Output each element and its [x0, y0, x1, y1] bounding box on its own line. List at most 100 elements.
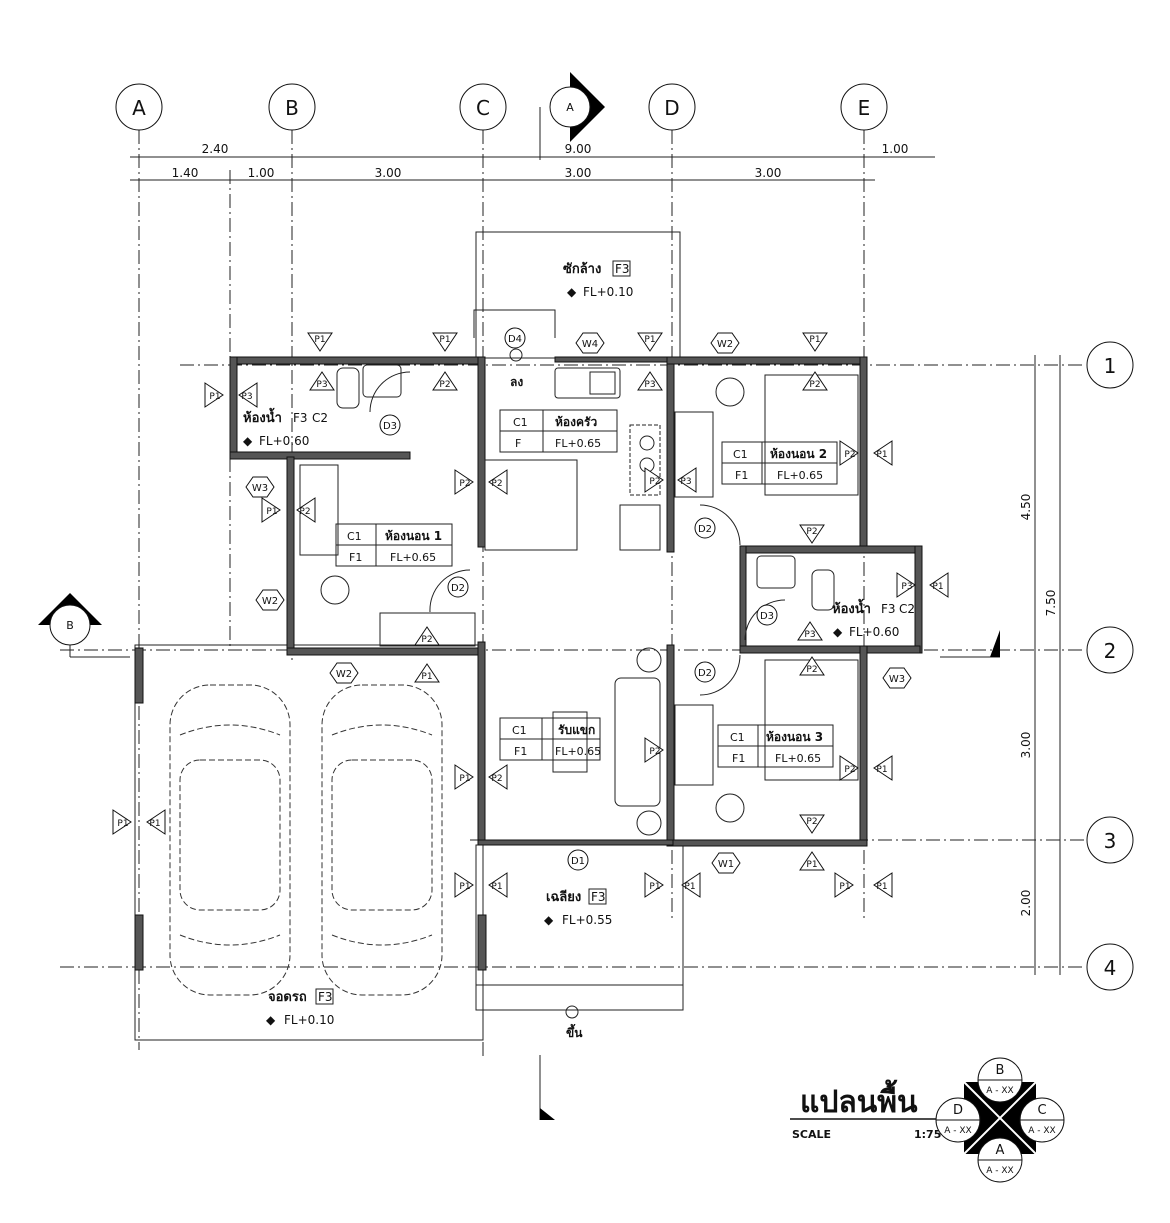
ceiling-code: C1: [347, 530, 362, 543]
partition-tag: P1: [146, 809, 166, 835]
tag-label: D4: [508, 334, 522, 345]
tag-label: P2: [844, 450, 855, 460]
room-name: ซักล้าง: [563, 261, 601, 277]
section-marker-b: B: [38, 593, 1000, 658]
level-icon: ◆: [567, 285, 577, 299]
partition-tag: P1: [681, 872, 701, 898]
window-tag: W3: [882, 667, 912, 689]
room-name: ห้องนอน 3: [766, 730, 823, 744]
grid-bubble-row: 3: [1086, 816, 1134, 864]
grid-bubble-row: 2: [1086, 626, 1134, 674]
door-tag: D2: [694, 517, 716, 539]
tag-label: P3: [901, 582, 912, 592]
floor-level: FL+0.60: [259, 434, 309, 448]
tag-label: P2: [806, 665, 817, 675]
door-tag: D2: [694, 661, 716, 683]
room-name: ห้องน้ำ: [243, 407, 282, 426]
tag-label: W4: [582, 339, 598, 350]
tag-label: A - XX: [944, 1126, 971, 1136]
dim-label: 2.40: [202, 142, 229, 156]
tag-label: D1: [571, 856, 585, 867]
tag-label: D3: [383, 421, 397, 432]
tag-label: 2: [1104, 639, 1117, 663]
tag-label: P1: [149, 819, 160, 829]
tag-label: P3: [680, 477, 691, 487]
tag-label: P1: [491, 882, 502, 892]
partition-tag: P2: [414, 626, 440, 646]
tag-label: P2: [809, 380, 820, 390]
tag-label: P1: [809, 335, 820, 345]
finish-code: F1: [732, 752, 745, 765]
tag-label: E: [858, 96, 871, 120]
tag-label: D2: [698, 668, 712, 679]
partition-tag: P1: [929, 572, 949, 598]
tag-label: P1: [314, 335, 325, 345]
stair-down-marker: [509, 348, 523, 362]
tag-label: P3: [644, 380, 655, 390]
tag-label: W2: [717, 339, 733, 350]
level-icon: ◆: [544, 913, 554, 927]
partition-tag: P2: [802, 371, 828, 391]
tag-label: B: [285, 96, 299, 120]
tag-label: D: [953, 1103, 963, 1118]
room-name: จอดรถ: [268, 990, 307, 1005]
tag-label: A - XX: [986, 1086, 1013, 1096]
grid-bubble-col: C: [459, 83, 507, 131]
grid-bubble-row: 1: [1086, 341, 1134, 389]
tag-label: D: [664, 96, 679, 120]
level-icon: ◆: [266, 1013, 276, 1027]
tag-label: P2: [421, 635, 432, 645]
partition-tag: P2: [839, 755, 859, 781]
tag-label: P1: [839, 882, 850, 892]
tag-label: P2: [439, 380, 450, 390]
room-label-laundry: ซักล้าง F3 ◆ FL+0.10: [563, 260, 633, 299]
room-label-bedroom-1: C1 ห้องนอน 1 F1 FL+0.65: [335, 523, 453, 567]
bed-icon: [764, 374, 859, 496]
finish-code: F1: [735, 469, 748, 482]
tag-label: P2: [299, 507, 310, 517]
partition-tag: P1: [873, 755, 893, 781]
dim-label: 3.00: [1019, 732, 1033, 759]
partition-tag: P1: [432, 332, 458, 352]
room-name: ห้องนอน 2: [770, 447, 827, 461]
grid-bubble-col: E: [840, 83, 888, 131]
ceiling-code: C1: [513, 416, 528, 429]
level-icon: ◆: [243, 434, 253, 448]
tag-label: 3: [1104, 829, 1117, 853]
grid-bubble-col: B: [268, 83, 316, 131]
tag-label: P3: [804, 630, 815, 640]
partition-tag: P2: [488, 764, 508, 790]
tag-label: D2: [451, 583, 465, 594]
room-label-veranda: เฉลียง F3 ◆ FL+0.55: [544, 888, 612, 927]
tag-label: P1: [876, 765, 887, 775]
tag-label: P1: [421, 672, 432, 682]
chair-icon: [715, 377, 745, 407]
partition-tag: P1: [204, 382, 224, 408]
ceiling-code: C1: [512, 724, 527, 737]
partition-tag: P1: [802, 332, 828, 352]
section-marker-a: A: [539, 72, 605, 1120]
finish-code: F3: [615, 262, 630, 276]
partition-tag: P2: [644, 467, 664, 493]
toilet-icon: [336, 367, 360, 409]
tag-label: P1: [806, 860, 817, 870]
partition-tag: P2: [454, 469, 474, 495]
tag-label: P2: [491, 774, 502, 784]
tag-label: W2: [262, 596, 278, 607]
car-icon: [321, 684, 443, 996]
room-label-bedroom-2: C1 ห้องนอน 2 F1 FL+0.65: [721, 441, 838, 485]
dim-label: 3.00: [565, 166, 592, 180]
door-tag: D4: [504, 327, 526, 349]
toilet-icon: [811, 569, 835, 611]
window-tag: W2: [329, 662, 359, 684]
partition-tag: P1: [261, 497, 281, 523]
tag-label: P2: [844, 765, 855, 775]
stair-up-marker: [565, 1005, 579, 1019]
partition-tag: P1: [112, 809, 132, 835]
room-name: รับแขก: [558, 723, 595, 737]
partition-tag: P1: [307, 332, 333, 352]
partition-tag: P3: [797, 621, 823, 641]
window-tag: W2: [255, 589, 285, 611]
